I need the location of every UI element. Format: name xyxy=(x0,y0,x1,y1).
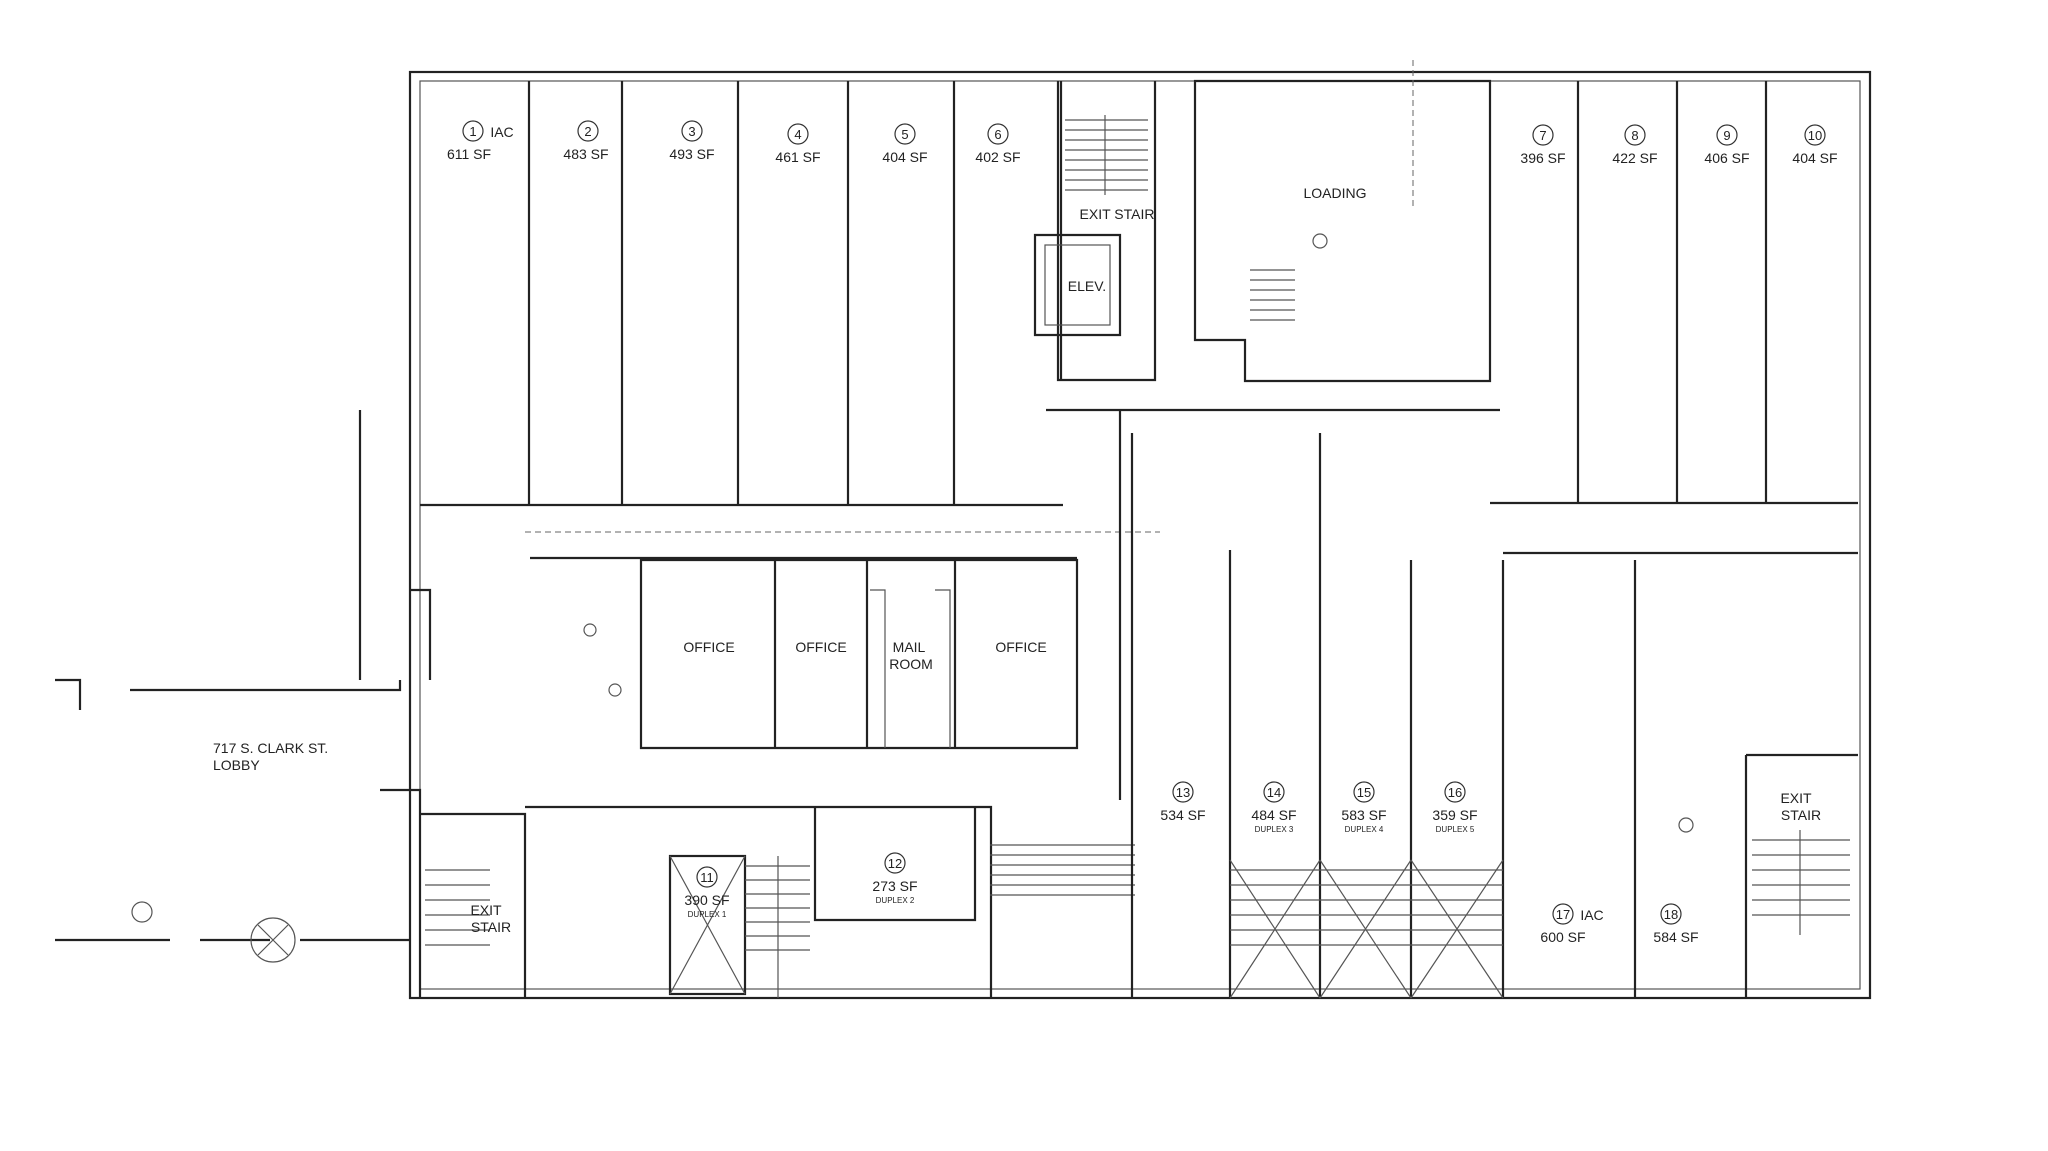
svg-text:DUPLEX 4: DUPLEX 4 xyxy=(1345,825,1384,834)
exit-stair-label: STAIR xyxy=(471,919,511,935)
unit-12: 12 273 SF DUPLEX 2 xyxy=(872,852,918,905)
unit-18: 18 584 SF xyxy=(1653,903,1699,945)
unit-1: 1 IAC 611 SF xyxy=(447,120,514,162)
unit-4: 4 461 SF xyxy=(775,123,821,165)
unit-17: 17 IAC 600 SF xyxy=(1540,903,1604,945)
svg-text:404 SF: 404 SF xyxy=(1792,150,1837,166)
mail-room-label: ROOM xyxy=(889,656,933,672)
exit-stair-label: EXIT STAIR xyxy=(1080,206,1155,222)
unit-5: 5 404 SF xyxy=(882,123,928,165)
svg-text:5: 5 xyxy=(901,127,908,142)
unit-14: 14 484 SF DUPLEX 3 xyxy=(1251,781,1297,834)
svg-text:2: 2 xyxy=(584,124,591,139)
svg-text:390 SF: 390 SF xyxy=(684,892,729,908)
svg-text:DUPLEX 2: DUPLEX 2 xyxy=(876,896,915,905)
exit-stair-label: EXIT xyxy=(470,902,502,918)
unit-15: 15 583 SF DUPLEX 4 xyxy=(1341,781,1387,834)
svg-text:14: 14 xyxy=(1267,785,1281,800)
svg-text:12: 12 xyxy=(888,856,902,871)
svg-text:IAC: IAC xyxy=(1580,907,1603,923)
room-labels: EXIT STAIR ELEV. LOADING OFFICE OFFICE M… xyxy=(213,185,1821,935)
svg-text:404 SF: 404 SF xyxy=(882,149,927,165)
svg-text:15: 15 xyxy=(1357,785,1371,800)
svg-text:17: 17 xyxy=(1556,907,1570,922)
lobby-label: LOBBY xyxy=(213,757,260,773)
mail-room-label: MAIL xyxy=(893,639,926,655)
svg-text:484 SF: 484 SF xyxy=(1251,807,1296,823)
svg-text:483 SF: 483 SF xyxy=(563,146,608,162)
svg-text:461 SF: 461 SF xyxy=(775,149,820,165)
office-label: OFFICE xyxy=(995,639,1046,655)
stair-top xyxy=(1065,115,1148,195)
svg-text:600 SF: 600 SF xyxy=(1540,929,1585,945)
svg-text:DUPLEX 1: DUPLEX 1 xyxy=(688,910,727,919)
unit-6: 6 402 SF xyxy=(975,123,1021,165)
unit-10: 10 404 SF xyxy=(1792,124,1838,166)
svg-text:4: 4 xyxy=(794,127,801,142)
svg-text:10: 10 xyxy=(1808,128,1822,143)
exit-stair-label: STAIR xyxy=(1781,807,1821,823)
svg-text:6: 6 xyxy=(994,127,1001,142)
unit-16: 16 359 SF DUPLEX 5 xyxy=(1432,781,1478,834)
elevator-label: ELEV. xyxy=(1068,278,1106,294)
unit-9: 9 406 SF xyxy=(1704,124,1750,166)
unit-7: 7 396 SF xyxy=(1520,124,1566,166)
svg-text:396 SF: 396 SF xyxy=(1520,150,1565,166)
svg-text:402 SF: 402 SF xyxy=(975,149,1020,165)
building-walls xyxy=(55,60,1872,1000)
svg-text:493 SF: 493 SF xyxy=(669,146,714,162)
svg-text:DUPLEX 5: DUPLEX 5 xyxy=(1436,825,1475,834)
svg-text:3: 3 xyxy=(688,124,695,139)
exit-stair-label: EXIT xyxy=(1780,790,1812,806)
svg-text:422 SF: 422 SF xyxy=(1612,150,1657,166)
svg-text:406 SF: 406 SF xyxy=(1704,150,1749,166)
svg-text:IAC: IAC xyxy=(490,124,513,140)
svg-text:13: 13 xyxy=(1176,785,1190,800)
svg-text:583 SF: 583 SF xyxy=(1341,807,1386,823)
office-label: OFFICE xyxy=(795,639,846,655)
svg-text:584 SF: 584 SF xyxy=(1653,929,1698,945)
lobby-address: 717 S. CLARK ST. xyxy=(213,740,328,756)
unit-8: 8 422 SF xyxy=(1612,124,1658,166)
loading-label: LOADING xyxy=(1303,185,1366,201)
unit-2: 2 483 SF xyxy=(563,120,609,162)
unit-13: 13 534 SF xyxy=(1160,781,1206,823)
svg-text:359 SF: 359 SF xyxy=(1432,807,1477,823)
svg-text:DUPLEX 3: DUPLEX 3 xyxy=(1255,825,1294,834)
unit-11: 11 390 SF DUPLEX 1 xyxy=(684,866,730,919)
office-label: OFFICE xyxy=(683,639,734,655)
svg-text:611 SF: 611 SF xyxy=(447,146,491,162)
svg-text:1: 1 xyxy=(469,124,476,139)
svg-text:9: 9 xyxy=(1723,128,1730,143)
svg-text:273 SF: 273 SF xyxy=(872,878,917,894)
svg-text:18: 18 xyxy=(1664,907,1678,922)
offices xyxy=(639,558,1079,750)
unit-3: 3 493 SF xyxy=(669,120,715,162)
svg-text:7: 7 xyxy=(1539,128,1546,143)
svg-text:534 SF: 534 SF xyxy=(1160,807,1205,823)
svg-text:8: 8 xyxy=(1631,128,1638,143)
svg-text:16: 16 xyxy=(1448,785,1462,800)
svg-text:11: 11 xyxy=(700,870,714,885)
